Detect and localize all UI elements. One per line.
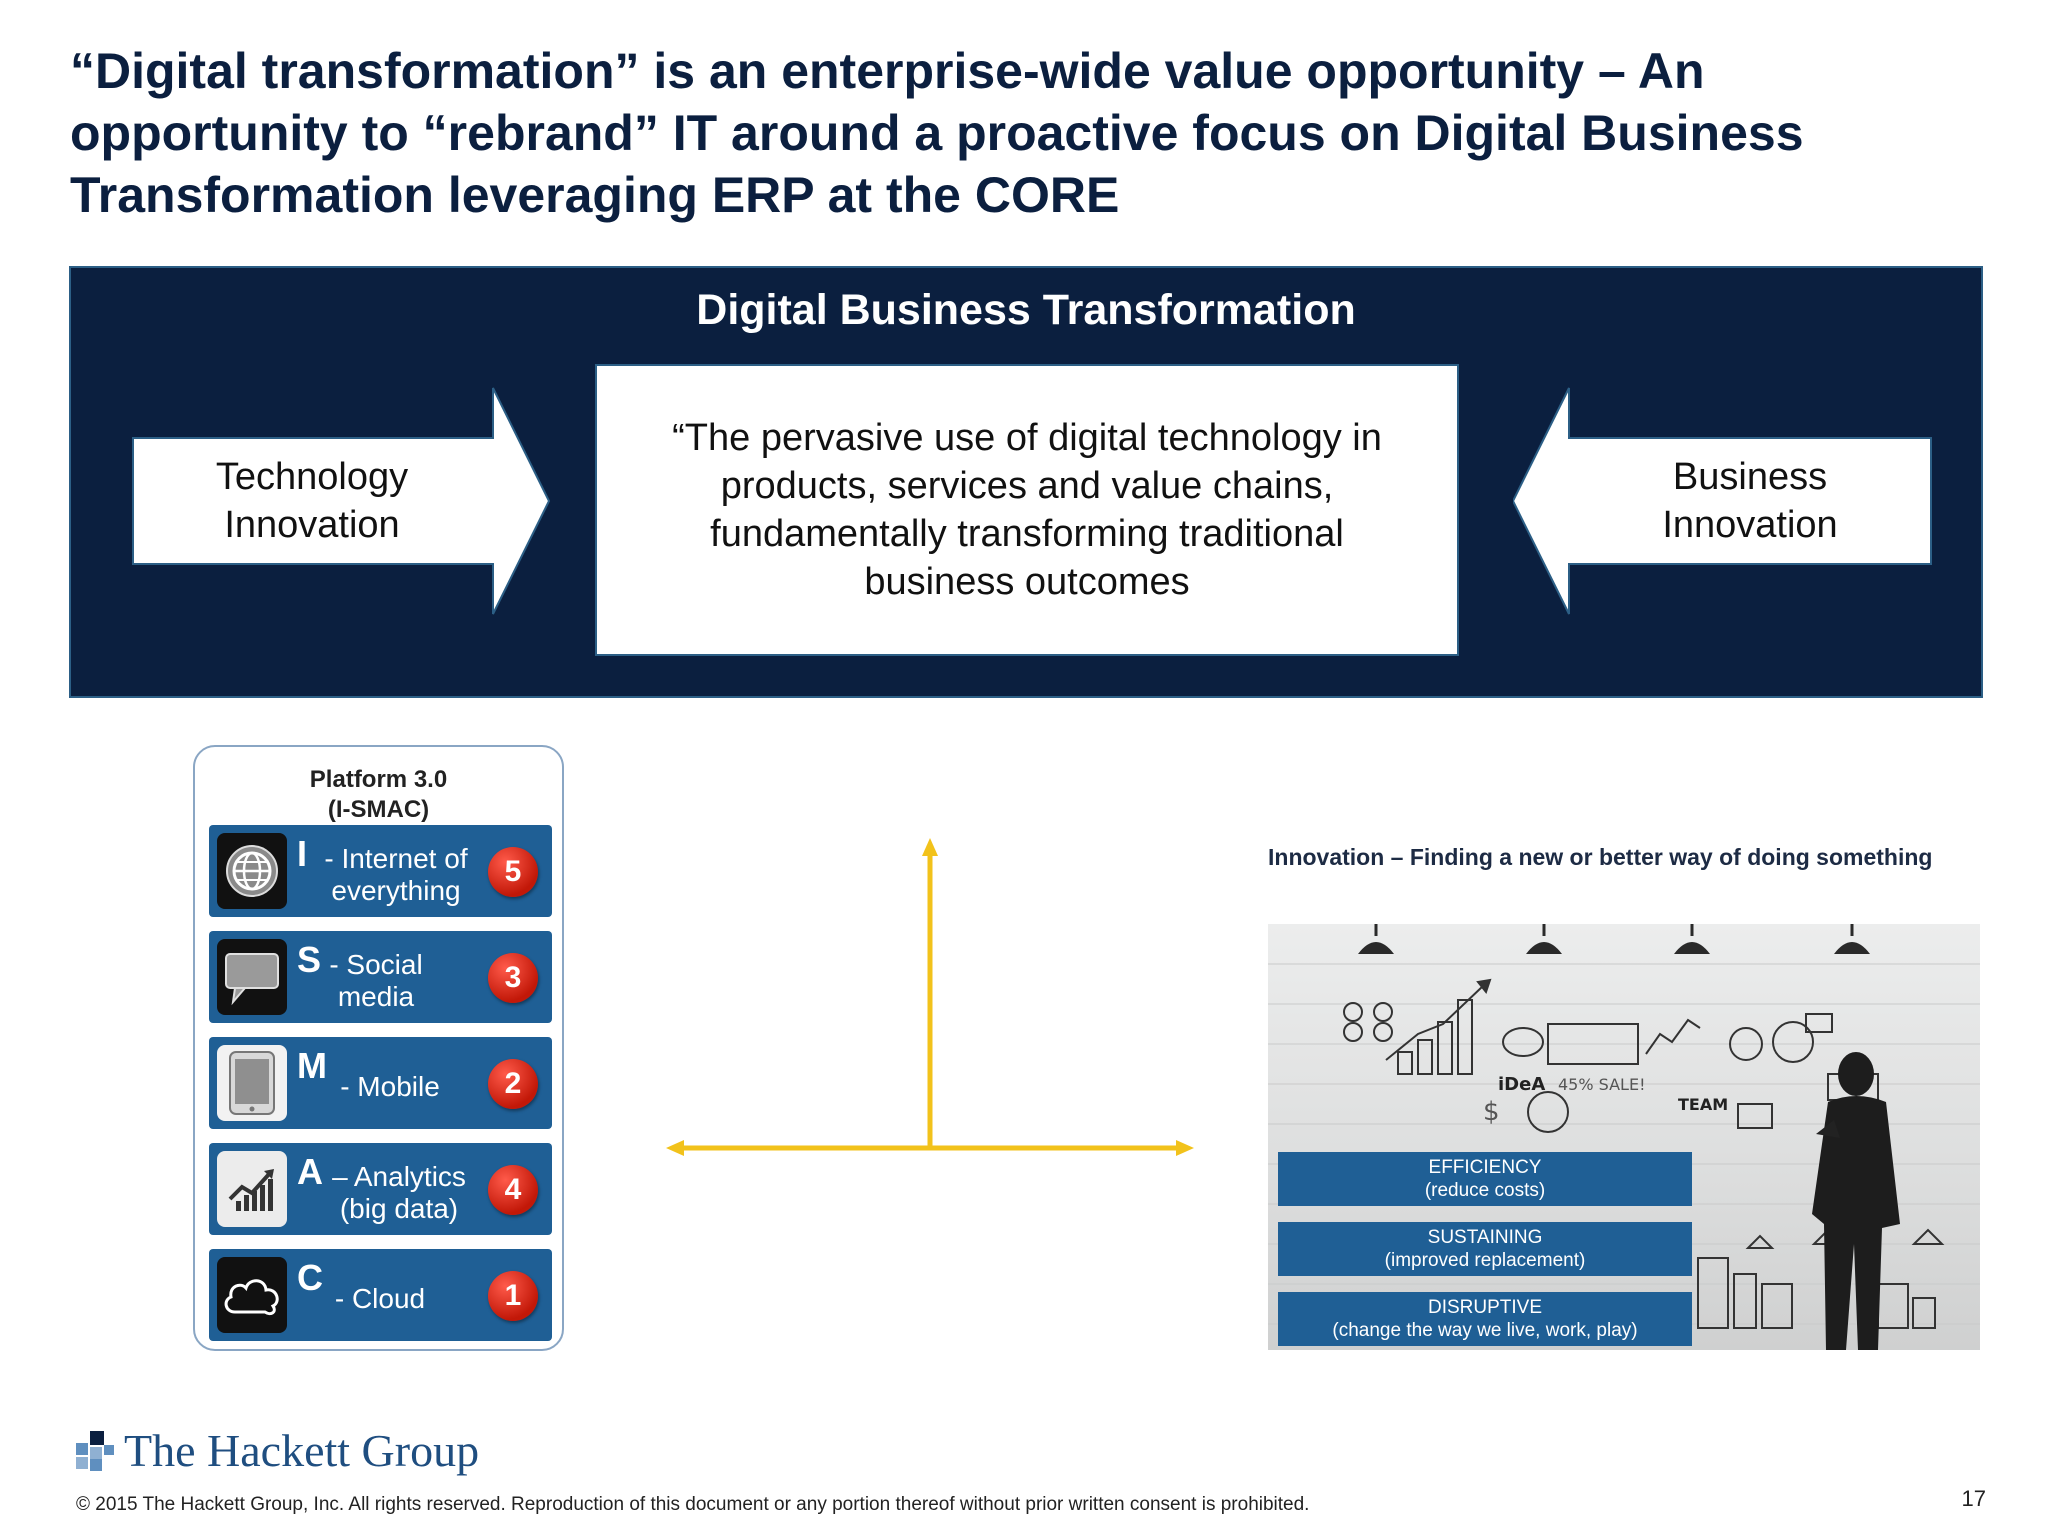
platform-title-line-2: (I-SMAC): [327, 796, 430, 823]
band-disruptive-label: DISRUPTIVE: [1427, 1297, 1543, 1318]
band-efficiency-label: EFFICIENCY: [1428, 1157, 1542, 1178]
platform-title-line-1: Platform 3.0: [309, 766, 448, 793]
slide-title-line-3: Transformation leveraging ERP at the COR…: [70, 167, 1120, 223]
ismac-description: - Cloud: [325, 1283, 435, 1315]
rank-badge: 3: [488, 953, 538, 1003]
technology-innovation-line-2: Innovation: [224, 504, 400, 546]
band-sustaining: SUSTAINING (improved replacement): [1278, 1222, 1692, 1276]
ismac-description: – Analytics (big data): [329, 1161, 469, 1225]
ismac-description: - Internet of everything: [321, 843, 471, 907]
svg-text:iDeA: iDeA: [1498, 1074, 1545, 1095]
ismac-item-internet: I - Internet of everything 5: [209, 825, 552, 917]
ismac-desc-line: everything: [331, 875, 461, 906]
ismac-letter: I: [297, 833, 308, 874]
axes-svg: [666, 838, 1194, 1156]
business-innovation-label: Business Innovation: [1569, 438, 1931, 564]
svg-text:$: $: [1483, 1097, 1500, 1127]
rank-badge: 1: [488, 1271, 538, 1321]
yellow-axes-diagram: [660, 830, 1200, 1175]
platform-title: Platform 3.0 (I-SMAC): [195, 765, 562, 825]
band-efficiency: EFFICIENCY (reduce costs): [1278, 1152, 1692, 1206]
platform-ismac-panel: Platform 3.0 (I-SMAC) I - Internet of ev…: [193, 745, 564, 1351]
slide-title: “Digital transformation” is an enterpris…: [70, 40, 1970, 226]
up-arrowhead: [922, 838, 938, 856]
band-disruptive: DISRUPTIVE (change the way we live, work…: [1278, 1292, 1692, 1346]
rank-badge: 4: [488, 1165, 538, 1215]
definition-quote-box: “The pervasive use of digital technology…: [595, 364, 1459, 656]
innovation-illustration: iDeA 45% SALE! TEAM $ EFFICIENCY (reduce…: [1268, 924, 1980, 1350]
hackett-logo-mark-icon: [76, 1430, 116, 1471]
ismac-desc-line: - Social: [329, 949, 423, 980]
dbt-heading: Digital Business Transformation: [696, 286, 1356, 334]
rank-badge: 2: [488, 1059, 538, 1109]
ismac-desc-line: media: [337, 981, 415, 1012]
page-number: 17: [1961, 1486, 1986, 1511]
ismac-desc-line: - Mobile: [340, 1071, 440, 1102]
left-arrowhead: [666, 1140, 684, 1156]
businessman-figure: [1812, 1052, 1900, 1350]
technology-innovation-line-1: Technology: [215, 456, 409, 498]
city-sketch: [1697, 1257, 1936, 1329]
left-arrow-shape: [1513, 387, 1932, 615]
ismac-description: - Social media: [321, 949, 431, 1013]
analytics-chart-icon: [217, 1151, 287, 1227]
brick-wall-sketch: iDeA 45% SALE! TEAM $: [1268, 924, 1980, 1350]
svg-text:TEAM: TEAM: [1678, 1095, 1728, 1114]
ismac-letter: A: [297, 1151, 323, 1192]
copyright-notice: © 2015 The Hackett Group, Inc. All right…: [76, 1494, 1310, 1515]
quote-line-2: products, services and value chains,: [720, 465, 1334, 507]
innovation-title: Innovation – Finding a new or better way…: [1268, 844, 1933, 870]
ismac-description: - Mobile: [335, 1071, 445, 1103]
ismac-item-analytics: A – Analytics (big data) 4: [209, 1143, 552, 1235]
band-efficiency-sub: (reduce costs): [1424, 1180, 1546, 1201]
ismac-desc-line: (big data): [339, 1193, 459, 1224]
right-arrowhead: [1176, 1140, 1194, 1156]
band-sustaining-label: SUSTAINING: [1427, 1227, 1543, 1248]
ismac-desc-line: - Internet of: [324, 843, 468, 874]
ismac-letter: C: [297, 1257, 323, 1298]
rank-badge: 5: [488, 847, 538, 897]
hackett-logo: The Hackett Group: [76, 1424, 479, 1477]
digital-business-transformation-panel: Digital Business Transformation Technolo…: [69, 266, 1983, 698]
globe-icon: [217, 833, 287, 909]
quote-line-3: fundamentally transforming traditional: [710, 513, 1344, 555]
business-innovation-line-2: Innovation: [1662, 504, 1838, 546]
ismac-item-social: S - Social media 3: [209, 931, 552, 1023]
technology-innovation-arrow: Technology Innovation: [131, 386, 551, 616]
hackett-logo-text: The Hackett Group: [124, 1425, 480, 1476]
slide-title-line-2: opportunity to “rebrand” IT around a pro…: [70, 105, 1804, 161]
ismac-letter: S: [297, 939, 322, 980]
speech-bubble-icon: [217, 939, 287, 1015]
slide-title-line-1: “Digital transformation” is an enterpris…: [70, 43, 1705, 99]
cloud-icon: [217, 1257, 287, 1333]
sketch-doodles: iDeA 45% SALE! TEAM $: [1343, 978, 1945, 1249]
ismac-item-cloud: C - Cloud 1: [209, 1249, 552, 1341]
right-arrow-shape: [132, 387, 551, 615]
technology-innovation-label: Technology Innovation: [131, 438, 493, 564]
ismac-item-mobile: M - Mobile 2: [209, 1037, 552, 1129]
tablet-icon: [217, 1045, 287, 1121]
quote-line-4: business outcomes: [864, 561, 1190, 603]
ismac-desc-line: - Cloud: [334, 1283, 426, 1314]
quote-line-1: “The pervasive use of digital technology…: [672, 417, 1382, 459]
svg-text:45% SALE!: 45% SALE!: [1558, 1075, 1645, 1094]
hanging-lamps: [1358, 924, 1870, 954]
business-innovation-arrow: Business Innovation: [1513, 386, 1933, 616]
ismac-letter: M: [297, 1045, 327, 1086]
band-sustaining-sub: (improved replacement): [1384, 1250, 1586, 1271]
business-innovation-line-1: Business: [1672, 456, 1828, 498]
ismac-desc-line: – Analytics: [332, 1161, 466, 1192]
band-disruptive-sub: (change the way we live, work, play): [1332, 1320, 1638, 1341]
